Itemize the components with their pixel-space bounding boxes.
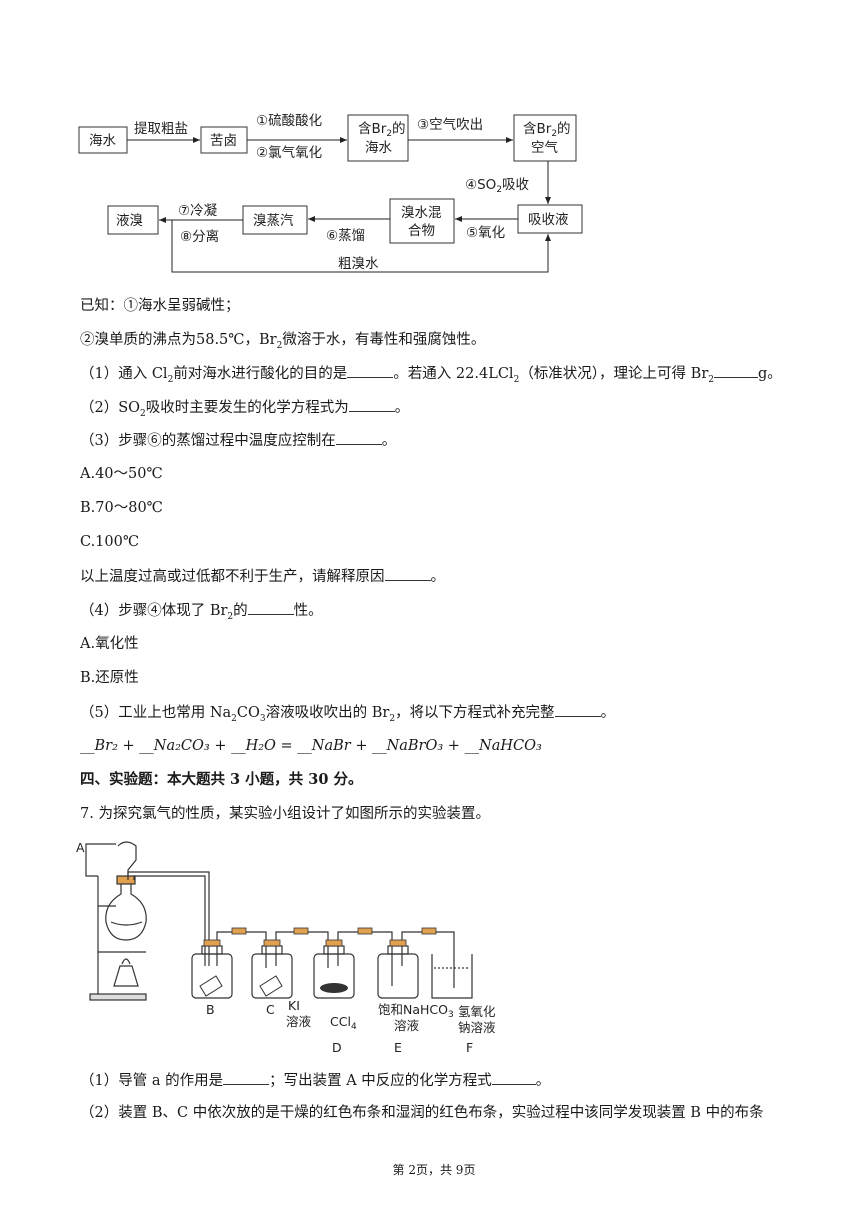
page-footer: 第 2页，共 9页 — [392, 1163, 476, 1177]
subscript: 2 — [276, 340, 283, 351]
svg-text:④SO2吸收: ④SO2吸收 — [465, 177, 530, 195]
label-step6: ⑥蒸馏 — [326, 228, 365, 244]
question-7-2: （2）装置 B、C 中依次放的是干燥的红色布条和湿润的红色布条，实验过程中该同学… — [80, 1105, 764, 1121]
option-c: C.100℃ — [80, 534, 140, 550]
box-br-air-line2: 空气 — [531, 140, 558, 156]
subscript: 2 — [167, 374, 174, 385]
answer-blank[interactable] — [247, 600, 294, 615]
label-crude-bromine-water: 粗溴水 — [338, 256, 379, 272]
option-oxidizing: A.氧化性 — [80, 636, 139, 652]
question-7: 7. 为探究氯气的性质，某实验小组设计了如图所示的实验装置。 — [80, 806, 490, 822]
bromine-flow-diagram: 海水 苦卤 含Br2的 海水 含Br2的 空气 吸收液 溴水混 合物 溴蒸汽 液… — [78, 113, 583, 273]
option-reducing: B.还原性 — [80, 670, 139, 686]
question-3: （3）步骤⑥的蒸馏过程中温度应控制在。 — [80, 430, 396, 451]
label-naoh: 氢氧化 — [458, 1004, 496, 1019]
equation: __Br₂ + __Na₂CO₃ + __H₂O = __NaBr + __Na… — [80, 738, 542, 754]
subscript: 3 — [259, 713, 266, 724]
subscript: 2 — [140, 408, 146, 419]
label-d: D — [332, 1040, 342, 1055]
option-a: A.40～50℃ — [80, 466, 163, 482]
answer-blank[interactable] — [714, 363, 758, 378]
label-b: B — [206, 1002, 215, 1017]
question-4: （4）步骤④体现了 Br2的性。 — [80, 600, 323, 627]
box-br-seawater-line2: 海水 — [365, 140, 392, 156]
box-mix-line2: 合物 — [408, 223, 435, 239]
answer-blank[interactable] — [554, 702, 601, 717]
label-step1: ①硫酸酸化 — [256, 113, 322, 129]
subscript: 2 — [496, 185, 502, 195]
chlorine-apparatus-diagram: A B C KI 溶液 CCl4 饱和NaHCO3 溶液 氢氧化 钠溶液 D E… — [76, 840, 496, 1055]
subscript: 2 — [231, 713, 237, 724]
subscript: 2 — [513, 374, 520, 385]
label-nahco3-solution: 溶液 — [394, 1018, 420, 1033]
section-heading: 四、实验题：本大题共 3 小题，共 30 分。 — [80, 771, 363, 788]
answer-blank[interactable] — [384, 566, 431, 581]
answer-blank[interactable] — [335, 430, 382, 445]
label-step2: ②氯气氧化 — [256, 145, 322, 161]
question-7-1: （1）导管 a 的作用是；写出装置 A 中反应的化学方程式。 — [80, 1070, 550, 1091]
question-2: （2）SO2吸收时主要发生的化学方程式为。 — [80, 397, 409, 424]
label-f: F — [466, 1040, 473, 1055]
svg-text:CCl4: CCl4 — [330, 1014, 357, 1032]
answer-blank[interactable] — [348, 397, 395, 412]
box-vapor: 溴蒸汽 — [253, 213, 294, 229]
box-mix-line1: 溴水混 — [401, 205, 442, 221]
label-step3: ③空气吹出 — [417, 117, 483, 133]
label-e: E — [394, 1040, 402, 1055]
label-ki: KI — [288, 998, 300, 1013]
label-extract: 提取粗盐 — [134, 121, 188, 137]
svg-text:含Br2的: 含Br2的 — [358, 121, 406, 139]
subscript: 3 — [448, 1010, 454, 1020]
label-step4: ④SO — [465, 177, 496, 193]
label-naoh-solution: 钠溶液 — [458, 1020, 496, 1035]
question-1: （1）通入 Cl2前对海水进行酸化的目的是。若通入 22.4LCl2（标准状况）… — [80, 363, 782, 390]
known-line-2: ②溴单质的沸点为58.5℃，Br2微溶于水，有毒性和强腐蚀性。 — [80, 332, 486, 351]
svg-text:含Br2的: 含Br2的 — [523, 121, 571, 139]
subscript: 2 — [386, 129, 392, 139]
subscript: 2 — [389, 713, 396, 724]
label-step7: ⑦冷凝 — [178, 203, 218, 219]
subscript: 2 — [227, 611, 234, 622]
box-seawater: 海水 — [89, 133, 116, 149]
label-step8: ⑧分离 — [180, 228, 219, 245]
box-br-seawater-line1: 含Br — [358, 121, 387, 137]
known-line-1: 已知：①海水呈弱碱性； — [80, 298, 240, 314]
label-a: A — [76, 840, 85, 855]
answer-blank[interactable] — [491, 1070, 536, 1085]
box-liquid: 液溴 — [116, 213, 143, 229]
answer-blank[interactable] — [347, 363, 394, 378]
label-c: C — [266, 1002, 275, 1017]
question-3-reason: 以上温度过高或过低都不利于生产，请解释原因。 — [80, 566, 445, 587]
question-5: （5）工业上也常用 Na2CO3溶液吸收吹出的 Br2，将以下方程式补充完整。 — [80, 702, 615, 729]
box-bittern: 苦卤 — [210, 133, 237, 149]
option-b: B.70～80℃ — [80, 500, 163, 516]
subscript: 2 — [551, 129, 557, 139]
subscript: 4 — [351, 1022, 357, 1032]
subscript: 2 — [708, 374, 714, 385]
label-ki-solution: 溶液 — [286, 1014, 312, 1029]
label-step5: ⑤氧化 — [466, 225, 505, 241]
svg-text:饱和NaHCO3: 饱和NaHCO3 — [378, 1002, 454, 1020]
label-ccl4: CCl — [330, 1014, 351, 1029]
label-nahco3: 饱和NaHCO — [378, 1002, 448, 1017]
label-step4-tail: 吸收 — [502, 177, 530, 193]
box-br-air-line1: 含Br — [523, 121, 552, 137]
answer-blank[interactable] — [223, 1070, 270, 1085]
box-absorb: 吸收液 — [528, 212, 569, 228]
